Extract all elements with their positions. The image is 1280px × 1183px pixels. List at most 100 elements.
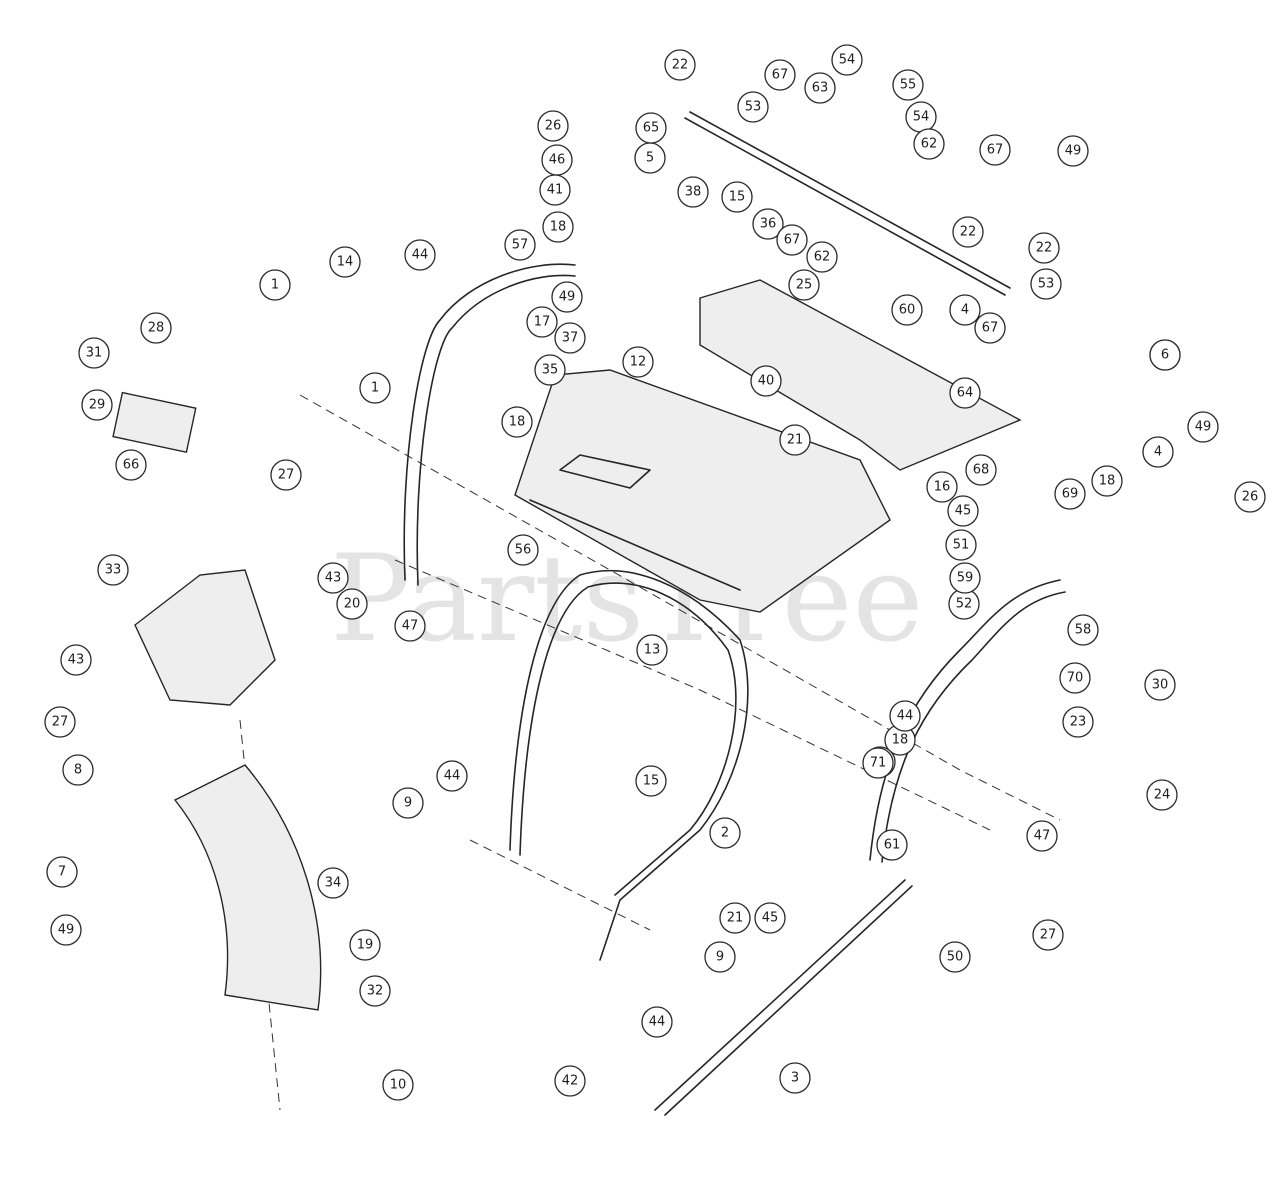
callout-bubble: [115, 449, 147, 481]
callout-47-2: 47: [1026, 820, 1058, 852]
callout-label: 47: [402, 619, 419, 634]
callout-label: 66: [123, 458, 140, 473]
callout-15-2: 15: [721, 181, 753, 213]
callout-bubble: [709, 817, 741, 849]
callout-bubble: [754, 902, 786, 934]
callout-bubble: [1057, 135, 1089, 167]
callout-9-2: 9: [704, 941, 736, 973]
callout-label: 60: [899, 303, 916, 318]
callout-4-2: 4: [1142, 436, 1174, 468]
callout-bubble: [259, 269, 291, 301]
callout-label: 17: [534, 315, 551, 330]
callout-label: 56: [515, 543, 532, 558]
callout-bubble: [359, 372, 391, 404]
callout-bubble: [776, 224, 808, 256]
callout-67-2: 67: [979, 134, 1011, 166]
callout-bubble: [270, 459, 302, 491]
callout-bubble: [788, 269, 820, 301]
callout-label: 27: [278, 468, 295, 483]
callout-label: 29: [89, 398, 106, 413]
callout-label: 35: [542, 363, 559, 378]
callout-label: 70: [1067, 671, 1084, 686]
callout-44-3: 44: [889, 700, 921, 732]
callout-63: 63: [804, 72, 836, 104]
callout-23: 23: [1062, 706, 1094, 738]
callout-label: 65: [643, 121, 660, 136]
callout-label: 49: [58, 923, 75, 938]
callout-label: 42: [562, 1074, 579, 1089]
callout-label: 27: [1040, 928, 1057, 943]
callout-26-1: 26: [537, 110, 569, 142]
callout-bubble: [44, 706, 76, 738]
callout-bubble: [1026, 820, 1058, 852]
callout-bubble: [635, 112, 667, 144]
callout-label: 50: [947, 950, 964, 965]
callout-37: 37: [554, 322, 586, 354]
callout-47-1: 47: [394, 610, 426, 642]
callout-bubble: [752, 208, 784, 240]
callout-bubble: [1234, 481, 1266, 513]
callout-49-3: 49: [1187, 411, 1219, 443]
callout-61: 61: [876, 829, 908, 861]
callout-bubble: [50, 914, 82, 946]
callout-27-3: 27: [1032, 919, 1064, 951]
callout-bubble: [1144, 669, 1176, 701]
callout-36: 36: [752, 208, 784, 240]
callout-bubble: [1030, 268, 1062, 300]
callout-label: 36: [760, 217, 777, 232]
callout-label: 67: [987, 143, 1004, 158]
callout-bubble: [664, 49, 696, 81]
callout-label: 43: [68, 653, 85, 668]
callout-label: 44: [897, 709, 914, 724]
callout-67-4: 67: [974, 312, 1006, 344]
callout-label: 67: [772, 68, 789, 83]
callout-label: 62: [921, 137, 938, 152]
callout-bubble: [862, 747, 894, 779]
callout-53-1: 53: [737, 91, 769, 123]
callout-44-1: 44: [404, 239, 436, 271]
callout-bubble: [892, 69, 924, 101]
callout-bubble: [97, 554, 129, 586]
callout-bubble: [394, 610, 426, 642]
callout-34: 34: [317, 867, 349, 899]
callout-label: 22: [960, 225, 977, 240]
callout-bubble: [891, 294, 923, 326]
callout-label: 41: [547, 183, 564, 198]
callout-label: 44: [444, 769, 461, 784]
callout-label: 18: [509, 415, 526, 430]
callout-bubble: [1142, 436, 1174, 468]
callout-bubble: [507, 534, 539, 566]
callout-bubble: [949, 294, 981, 326]
callout-1-1: 1: [259, 269, 291, 301]
callout-3: 3: [779, 1062, 811, 1094]
callout-label: 47: [1034, 829, 1051, 844]
callout-label: 3: [791, 1071, 799, 1086]
callout-53-2: 53: [1030, 268, 1062, 300]
callout-label: 15: [729, 190, 746, 205]
callout-22-3: 22: [1028, 232, 1060, 264]
callout-68: 68: [965, 454, 997, 486]
callout-label: 54: [913, 110, 930, 125]
callout-bubble: [750, 365, 782, 397]
callout-33: 33: [97, 554, 129, 586]
callout-bubble: [392, 787, 424, 819]
callout-label: 19: [357, 938, 374, 953]
callout-26-2: 26: [1234, 481, 1266, 513]
callout-label: 32: [367, 984, 384, 999]
callout-label: 27: [52, 715, 69, 730]
callout-bubble: [317, 562, 349, 594]
callout-label: 22: [1036, 241, 1053, 256]
callout-label: 20: [344, 597, 361, 612]
callout-label: 12: [630, 355, 647, 370]
callout-bubble: [1091, 465, 1123, 497]
callout-21-1: 21: [779, 424, 811, 456]
callout-label: 46: [549, 153, 566, 168]
callout-45-2: 45: [754, 902, 786, 934]
callout-label: 68: [973, 463, 990, 478]
callout-54-1: 54: [831, 44, 863, 76]
callout-bubble: [1028, 232, 1060, 264]
callout-64: 64: [949, 377, 981, 409]
callout-bubble: [622, 346, 654, 378]
callout-label: 57: [512, 238, 529, 253]
